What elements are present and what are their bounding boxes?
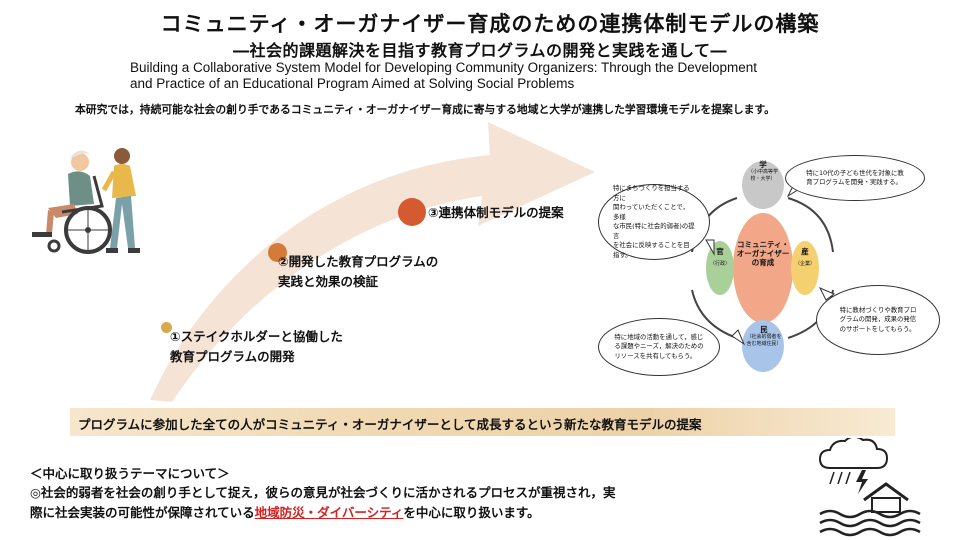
page-title: コミュニティ・オーガナイザー育成のための連携体制モデルの構築: [160, 12, 820, 36]
bubble-san-line2: グラムの開発，成果の発信: [839, 315, 917, 324]
kan-label-block: 官 （行政）: [706, 247, 734, 268]
step1-dot: [161, 322, 172, 333]
min-label: 民: [760, 325, 768, 334]
san-sub: （企業）: [794, 261, 815, 267]
storm-house-icon: [818, 438, 921, 537]
theme-heading: ＜中心に取り扱うテーマについて＞: [30, 466, 230, 481]
step1-text: ①ステイクホルダーと協働した 教育プログラムの開発: [170, 327, 343, 367]
step2-line1: ②開発した教育プログラムの: [278, 254, 439, 269]
gaku-label-block: 学 （小中高等学 校・大学）: [743, 160, 783, 182]
bubble-san-line1: 特に教材づくりや教育プロ: [839, 305, 917, 314]
gaku-circle: [742, 161, 784, 209]
step3-line1: ③連携体制モデルの提案: [428, 205, 564, 220]
bubble-min: 特に地域の活動を通して，感じ る課題やニーズ，解決のための リソースを共有しても…: [598, 318, 720, 376]
bubble-min-line2: る課題やニーズ，解決のための: [614, 342, 704, 351]
arrow-body: [150, 122, 595, 402]
bubble-min-line3: リソースを共有してもらう。: [614, 351, 697, 360]
kan-circle: [706, 241, 734, 295]
theme-body-line1: ◎社会的弱者を社会の創り手として捉え，彼らの意見が社会づくりに活かされるプロセス…: [30, 485, 616, 500]
theme-body-line2-prefix: 際に社会実装の可能性が保障されている: [30, 505, 255, 520]
bubble-kan-line2: 関わっていただくことで，多様: [613, 203, 689, 221]
center-line1: コミュニティ・: [736, 240, 790, 249]
center-line3: の育成: [751, 258, 775, 267]
bubble-tail-kan: [705, 239, 715, 256]
min-circle: [742, 320, 784, 372]
english-title: Building a Collaborative System Model fo…: [130, 60, 870, 92]
step3-text: ③連携体制モデルの提案: [428, 203, 564, 223]
intro-text: 本研究では，持続可能な社会の創り手であるコミュニティ・オーガナイザー育成に寄与す…: [75, 103, 775, 116]
bubble-san-line3: のサポートをしてもらう。: [839, 324, 916, 333]
bubble-gaku-line1: 特に10代の子ども世代を対象に教: [806, 168, 904, 177]
cycle-arrow-bottom-left: [691, 289, 738, 339]
gaku-sub1: （小中高等学: [747, 169, 778, 175]
center-circle: [733, 213, 793, 323]
bubble-kan-line3: な市民(特に社会的弱者)の提言: [613, 222, 695, 240]
bubble-min-line1: 特に地域の活動を通して，感じ: [614, 332, 704, 341]
kan-sub: （行政）: [709, 261, 730, 267]
san-label: 産: [801, 247, 809, 256]
step1-line2: 教育プログラムの開発: [170, 349, 295, 364]
san-circle: [791, 241, 819, 295]
theme-body-suffix: を中心に取り扱います。: [403, 505, 540, 520]
step2-dot: [268, 243, 287, 262]
san-label-block: 産 （企業）: [791, 247, 819, 268]
bubble-kan-line1: 特にまちづくりを担当する方に: [613, 184, 690, 202]
bubble-tail-min: [731, 329, 746, 346]
min-sub2: 含む地域住民）: [746, 340, 782, 347]
summary-banner-text: プログラムに参加した全ての人がコミュニティ・オーガナイザーとして成長するという新…: [78, 417, 702, 432]
bubble-gaku-line2: 育プログラムを開発・実践する。: [806, 178, 902, 186]
wheelchair-illustration: [32, 148, 140, 254]
english-title-line1: Building a Collaborative System Model fo…: [130, 60, 758, 75]
center-label-block: コミュニティ・ オーガナイザー の育成: [733, 240, 793, 267]
bubble-kan: 特にまちづくりを担当する方に 関わっていただくことで，多様 な市民(特に社会的弱…: [598, 184, 710, 260]
step3-dot: [398, 198, 426, 226]
bubble-gaku: 特に10代の子ども世代を対象に教 育プログラムを開発・実践する。: [785, 155, 925, 201]
theme-body-line2: 際に社会実装の可能性が保障されている地域防災・ダイバーシティを中心に取り扱います…: [30, 503, 790, 523]
bubble-san: 特に教材づくりや教育プロ グラムの開発，成果の発信 のサポートをしてもらう。: [816, 285, 940, 355]
cycle-arrow-top-right: [787, 197, 834, 253]
summary-banner: [70, 408, 895, 436]
min-sub1: （社会的弱者を: [746, 334, 782, 340]
page-subtitle: ―社会的課題解決を目指す教育プログラムの開発と実践を通して―: [232, 41, 728, 60]
bubble-kan-line4: を社会に反映することを目指す。: [613, 241, 690, 259]
collaboration-model-diagram: [691, 161, 835, 372]
step2-line2: 実践と効果の検証: [278, 274, 379, 289]
step1-line1: ①ステイクホルダーと協働した: [170, 329, 343, 344]
gaku-label: 学: [759, 160, 767, 169]
min-label-block: 民 （社会的弱者を 含む地域住民）: [742, 325, 786, 347]
theme-highlight: 地域防災・ダイバーシティ: [254, 505, 404, 520]
english-title-line2: and Practice of an Educational Program A…: [130, 76, 575, 91]
kan-label: 官: [716, 247, 724, 256]
center-line2: オーガナイザー: [736, 249, 790, 258]
theme-body: ◎社会的弱者を社会の創り手として捉え，彼らの意見が社会づくりに活かされるプロセス…: [30, 483, 790, 523]
step2-text: ②開発した教育プログラムの 実践と効果の検証: [278, 252, 438, 292]
gaku-sub2: 校・大学）: [750, 175, 776, 182]
